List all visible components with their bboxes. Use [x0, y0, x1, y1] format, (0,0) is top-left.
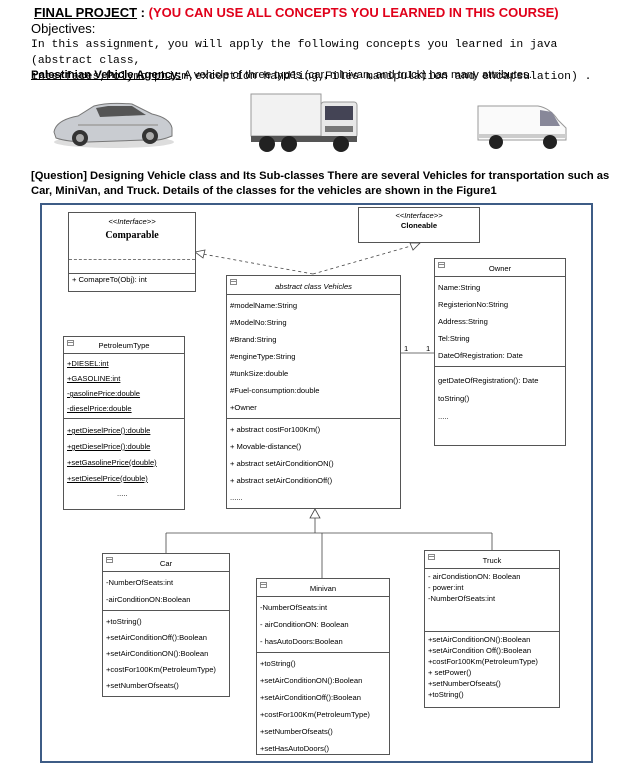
petroleum-methods: +getDieselPrice():double +getDieselPrice… — [64, 418, 184, 505]
class-icon — [67, 340, 74, 346]
multiplicity-right: 1 — [426, 344, 431, 353]
question-text: [Question] Designing Vehicle class and I… — [31, 170, 610, 197]
truck-attributes: - airCondistionON: Boolean - power:int -… — [425, 568, 559, 631]
petroleumtype-class: PetroleumType +DIESEL:int +GASOLINE:int … — [63, 336, 185, 510]
owner-attributes: Name:String RegisterionNo:String Address… — [435, 276, 565, 366]
comparable-interface: <<Interface>> Comparable + ComapreTo(Obj… — [68, 212, 196, 292]
car-methods: +toString() +setAirConditionOff():Boolea… — [103, 610, 229, 697]
class-icon — [106, 557, 113, 563]
minivan-class: Minivan -NumberOfSeats:int - airConditio… — [256, 578, 390, 755]
truck-photo — [250, 93, 358, 152]
minivan-attributes: -NumberOfSeats:int - airConditionON: Boo… — [257, 596, 389, 652]
class-icon — [230, 279, 237, 285]
project-title: FINAL PROJECT : (YOU CAN USE ALL CONCEPT… — [34, 5, 559, 20]
class-icon — [260, 582, 267, 588]
class-icon — [428, 554, 435, 560]
agency-description: Palestinian Vehicle Agency: A vehicle of… — [31, 69, 532, 81]
cloneable-interface: <<Interface>> Cloneable — [358, 207, 480, 243]
vehicles-methods: + abstract costFor100Km() + Movable-dist… — [227, 418, 400, 508]
objectives-label: Objectives: — [31, 21, 96, 36]
owner-class: Owner Name:String RegisterionNo:String A… — [434, 258, 566, 446]
car-class: Car -NumberOfSeats:int -airConditionON:B… — [102, 553, 230, 697]
van-photo — [477, 105, 567, 149]
objectives-text: In this assignment, you will apply the f… — [31, 39, 592, 83]
truck-methods: +setAirConditionON():Boolean +setAirCond… — [425, 631, 559, 702]
vehicles-class: abstract class Vehicles #modelName:Strin… — [226, 275, 401, 509]
vehicles-attributes: #modelName:String #ModelNo:String #Brand… — [227, 294, 400, 418]
class-icon — [438, 262, 445, 268]
car-attributes: -NumberOfSeats:int -airConditionON:Boole… — [103, 571, 229, 610]
truck-class: Truck - airCondistionON: Boolean - power… — [424, 550, 560, 708]
car-photo — [53, 102, 174, 148]
owner-methods: getDateOfRegistration(): Date toString()… — [435, 366, 565, 431]
multiplicity-left: 1 — [404, 344, 409, 353]
petroleum-attributes: +DIESEL:int +GASOLINE:int -gasolinePrice… — [64, 353, 184, 418]
minivan-methods: +toString() +setAirConditionON():Boolean… — [257, 652, 389, 759]
